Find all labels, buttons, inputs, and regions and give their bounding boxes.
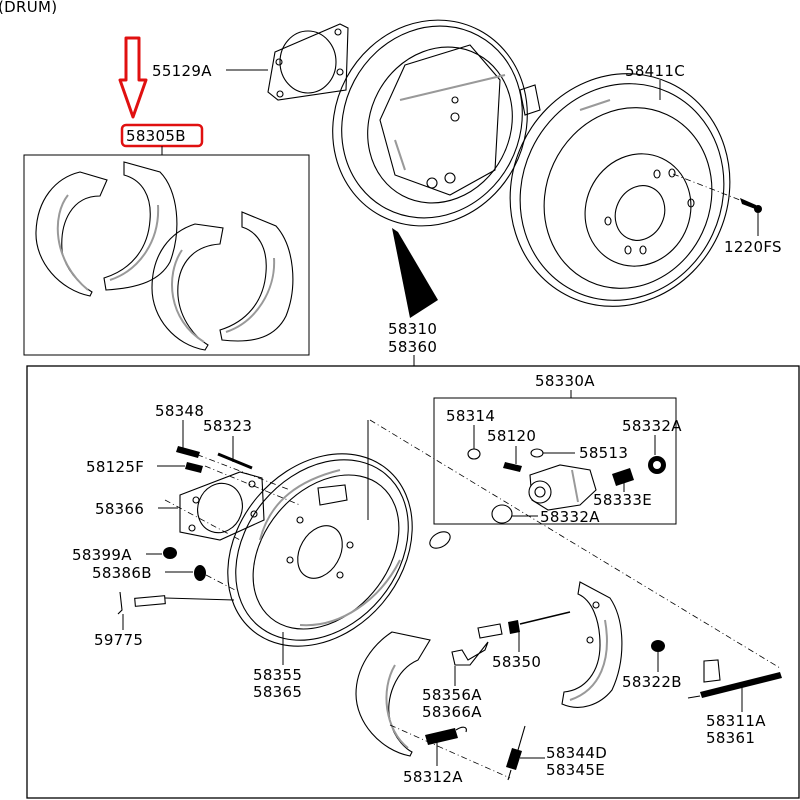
shoe-kit-box — [23, 154, 310, 356]
part-label-58513[interactable]: 58513 — [579, 444, 628, 462]
part-label-58365[interactable]: 58365 — [253, 683, 302, 701]
sensor-59775-icon — [117, 591, 166, 615]
pin-58323-icon — [217, 452, 253, 470]
plug-58386B-icon — [194, 565, 206, 581]
part-label-58356A[interactable]: 58356A — [422, 686, 482, 704]
spring-58333E-icon — [612, 468, 634, 486]
part-label-1220FS[interactable]: 1220FS — [724, 238, 782, 256]
assembly-box — [26, 365, 800, 799]
part-label-58305B-highlighted[interactable]: 58305B — [120, 123, 204, 148]
brake-drum-58411C-icon — [509, 73, 731, 307]
gasket-58366-icon — [179, 471, 265, 541]
guide-line-2 — [204, 465, 301, 506]
brake-shoe-lower-icon — [355, 631, 511, 779]
bleeder-cap-58314-icon — [467, 448, 481, 460]
svg-text:58305B: 58305B — [126, 127, 186, 145]
guide-line-1 — [184, 449, 291, 491]
grommet-58399A-icon — [163, 547, 177, 559]
part-label-58411C[interactable]: 58411C — [625, 62, 685, 80]
part-label-58310[interactable]: 58310 — [388, 320, 437, 338]
adjuster-nut-58322B-icon — [651, 640, 665, 652]
brake-shoe-set-icon — [35, 161, 294, 351]
part-label-58332A-bottom[interactable]: 58332A — [540, 508, 600, 526]
part-label-58311A[interactable]: 58311A — [706, 712, 766, 730]
red-down-arrow-icon — [118, 36, 148, 119]
part-label-58332A-top[interactable]: 58332A — [622, 417, 682, 435]
brake-shoe-right-icon — [561, 581, 623, 708]
part-label-58323[interactable]: 58323 — [203, 417, 252, 435]
leader-59775-cable — [164, 597, 235, 601]
part-label-58345E[interactable]: 58345E — [546, 761, 605, 779]
part-label-59775[interactable]: 59775 — [94, 631, 143, 649]
bolt-58348-icon — [176, 446, 200, 458]
diagram-title: (DRUM) — [0, 0, 57, 16]
part-label-58125F[interactable]: 58125F — [86, 458, 144, 476]
wheel-cylinder-icon — [528, 464, 597, 511]
plug-58125F-icon — [185, 462, 203, 473]
part-label-58322B[interactable]: 58322B — [622, 673, 682, 691]
lever-58356A-icon — [451, 641, 489, 666]
part-label-58348[interactable]: 58348 — [155, 402, 204, 420]
bleeder-screw-58120-icon — [503, 462, 522, 472]
part-label-55129A[interactable]: 55129A — [152, 62, 212, 80]
guide-line-5 — [205, 574, 236, 591]
spring-58344D-icon — [506, 725, 526, 781]
part-label-58386B[interactable]: 58386B — [92, 564, 152, 582]
part-label-58355[interactable]: 58355 — [253, 666, 302, 684]
backing-plate-58355-icon — [227, 453, 451, 647]
part-label-58361[interactable]: 58361 — [706, 729, 755, 747]
part-label-58366[interactable]: 58366 — [95, 500, 144, 518]
guide-line-3 — [369, 419, 781, 669]
boot-58332A-bottom-icon — [491, 504, 513, 524]
spring-58312A-icon — [425, 726, 467, 745]
boot-58332A-top-icon — [648, 456, 666, 474]
part-label-58120[interactable]: 58120 — [487, 427, 536, 445]
wheel-cylinder-box — [433, 397, 677, 525]
spring-58311A-icon — [687, 672, 782, 699]
backing-plate-assembly-icon — [332, 19, 541, 227]
part-label-58314[interactable]: 58314 — [446, 407, 495, 425]
part-label-58312A[interactable]: 58312A — [403, 768, 463, 786]
part-label-58360[interactable]: 58360 — [388, 338, 437, 356]
pointer-wedge-icon — [392, 228, 438, 318]
clip-icon — [703, 659, 721, 683]
part-label-58399A[interactable]: 58399A — [72, 546, 132, 564]
part-label-58333E[interactable]: 58333E — [593, 491, 652, 509]
adjuster-58350-icon — [477, 611, 571, 639]
gasket-plate-55129A-icon — [267, 23, 349, 101]
part-label-58344D[interactable]: 58344D — [546, 744, 607, 762]
part-label-58366A[interactable]: 58366A — [422, 703, 482, 721]
part-label-58350[interactable]: 58350 — [492, 653, 541, 671]
part-label-58330A[interactable]: 58330A — [535, 372, 595, 390]
guide-line-6 — [164, 499, 241, 541]
clip-58513-icon — [530, 448, 544, 458]
bolt-1220FS-icon — [672, 173, 762, 213]
